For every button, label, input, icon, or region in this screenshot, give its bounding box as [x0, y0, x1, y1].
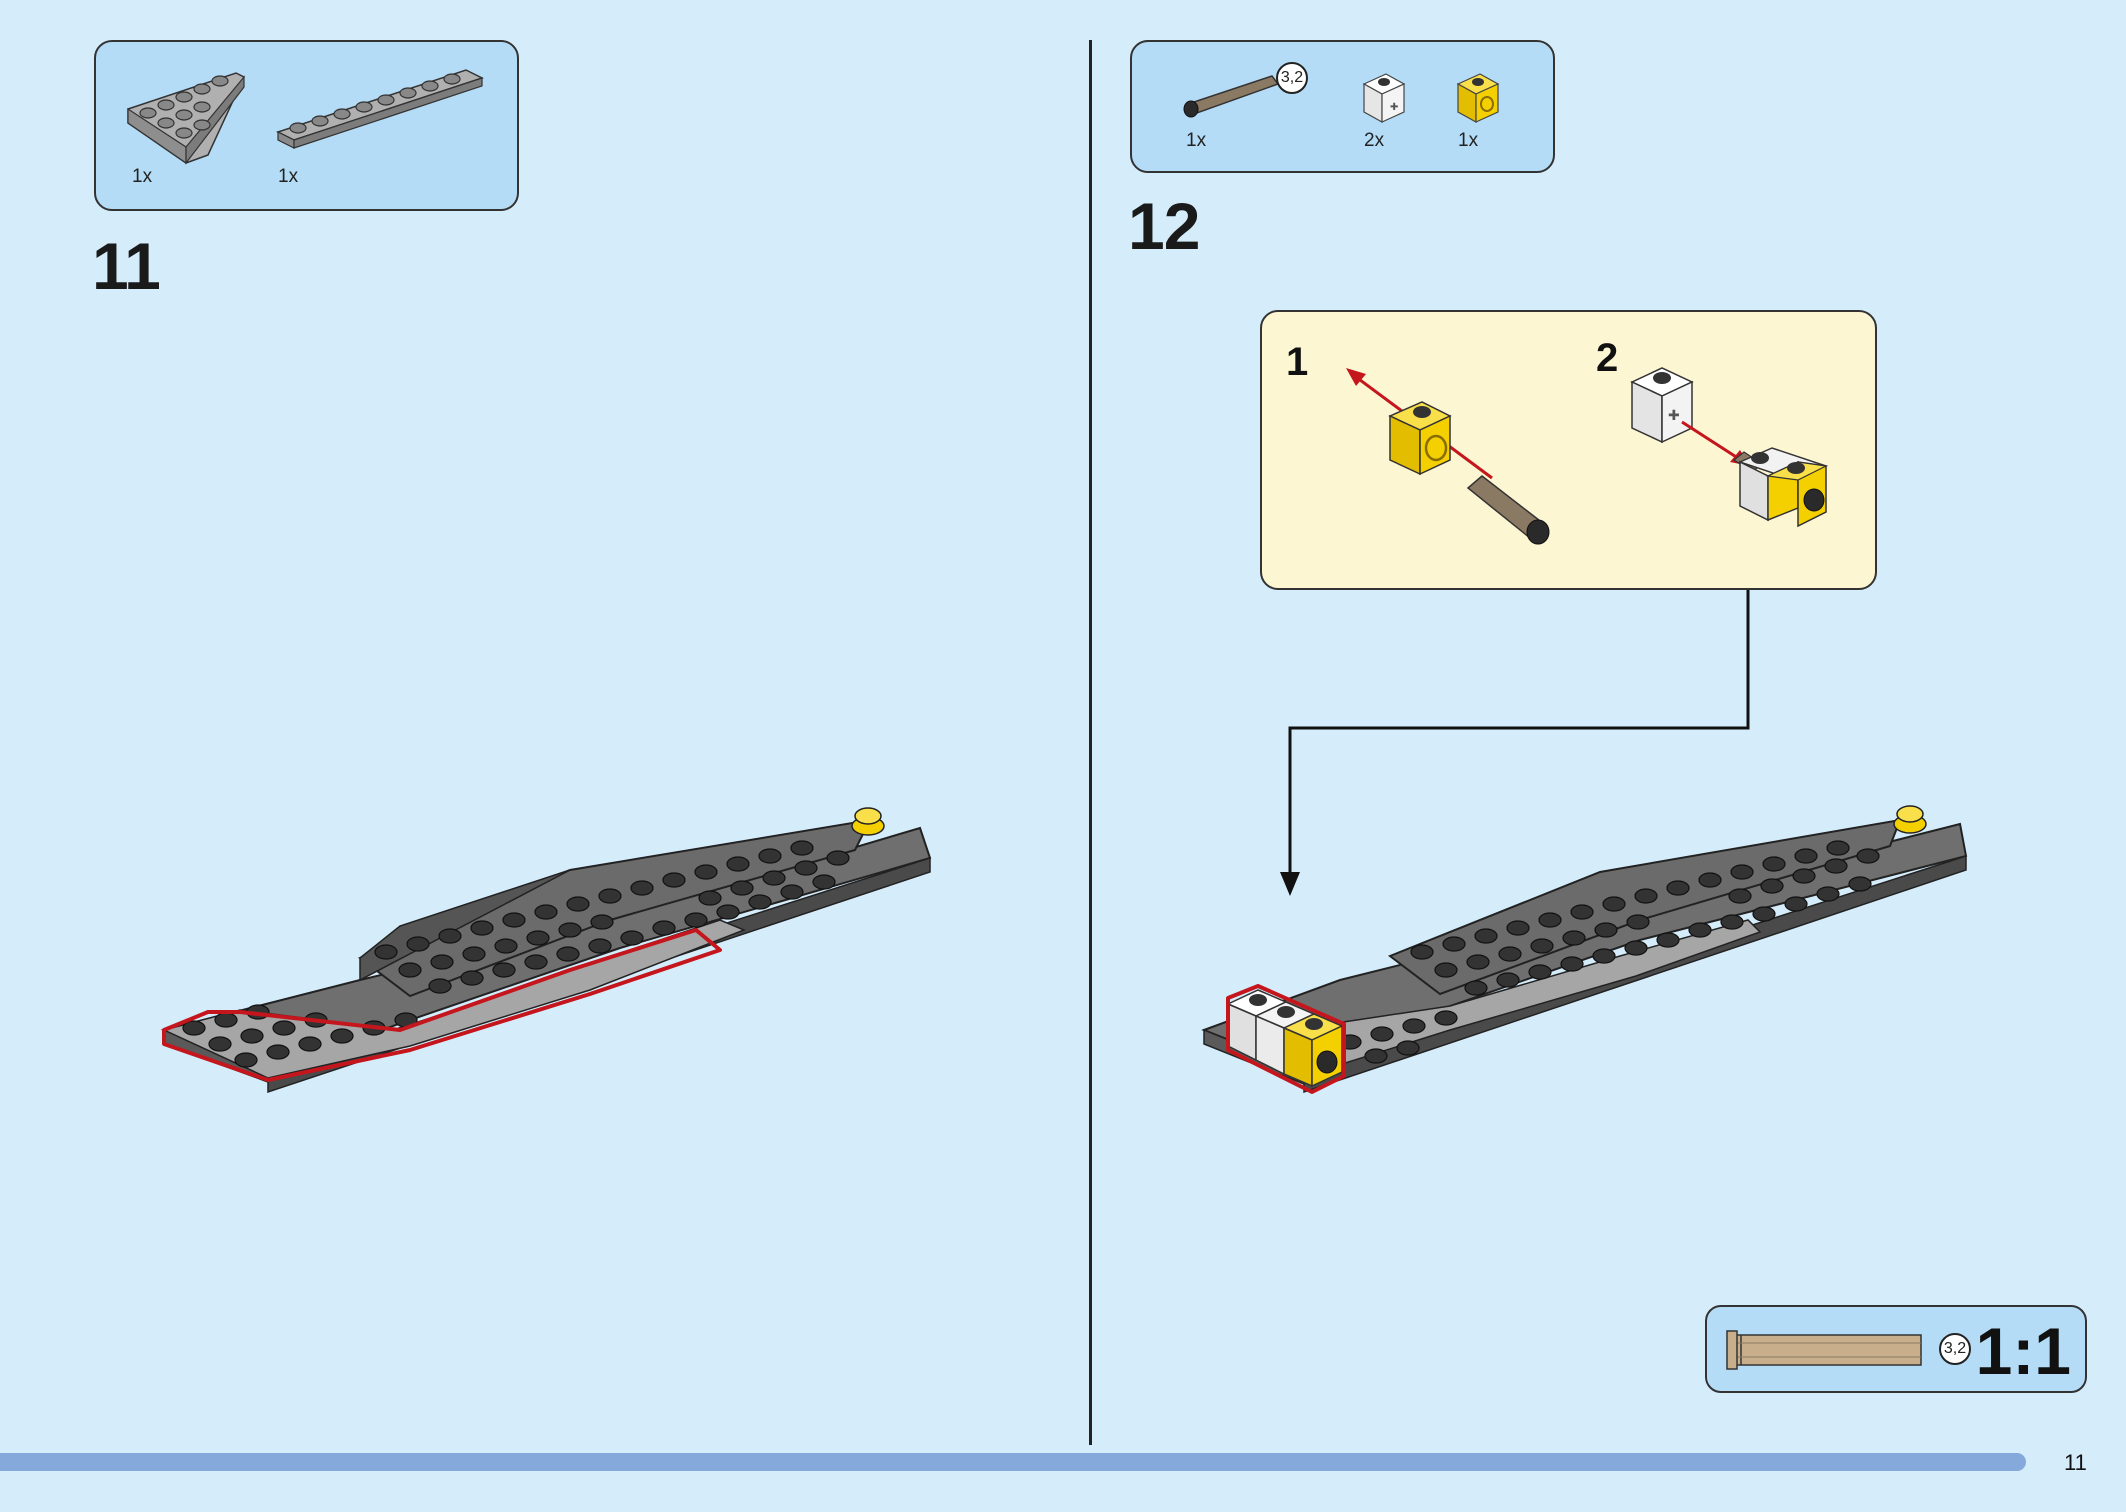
scale-label: 1:1 [1975, 1314, 2071, 1388]
step11-parts-box: 1x 1x [94, 40, 519, 211]
step12-model-illustration [1201, 805, 1968, 1094]
white-technic-brick-icon: ✚ [1362, 73, 1406, 124]
substep-callout: 1 2 ✚ [1260, 310, 1877, 590]
axle-length-badge: 3,2 [1276, 62, 1308, 94]
axle-icon [1183, 75, 1280, 118]
scale-reference-box: 3,2 1:1 [1705, 1305, 2087, 1393]
svg-text:✚: ✚ [1390, 102, 1398, 113]
long-plate-icon [276, 69, 484, 149]
part-qty: 2x [1364, 130, 1385, 151]
part-qty: 1x [278, 166, 299, 187]
svg-text:✚: ✚ [1668, 408, 1680, 424]
step11-model-illustration [160, 807, 932, 1094]
axle-length-label: 3,2 [1280, 69, 1304, 86]
page-divider [1089, 40, 1092, 1445]
page-number: 11 [2064, 1450, 2087, 1475]
step-number: 12 [1128, 189, 1200, 263]
page-progress-bar [0, 1453, 2026, 1471]
step-number: 11 [92, 229, 161, 303]
part-qty: 1x [132, 166, 153, 187]
substep-number: 2 [1596, 336, 1619, 380]
part-qty: 1x [1186, 130, 1207, 151]
callout-connector-arrow [1280, 590, 1750, 896]
scale-length-badge: 3,2 [1939, 1333, 1971, 1365]
part-qty: 1x [1458, 130, 1479, 151]
substep2-illustration: ✚ [1630, 367, 1829, 528]
substep1-illustration [1346, 368, 1550, 545]
step12-parts-box: 3,2 1x ✚ 2x 1x [1130, 40, 1555, 173]
scale-length-label: 3,2 [1943, 1340, 1967, 1357]
axle-actual-size-icon [1726, 1330, 1922, 1370]
wedge-plate-icon [127, 72, 245, 165]
yellow-technic-brick-icon [1456, 73, 1500, 124]
substep-number: 1 [1286, 340, 1309, 384]
